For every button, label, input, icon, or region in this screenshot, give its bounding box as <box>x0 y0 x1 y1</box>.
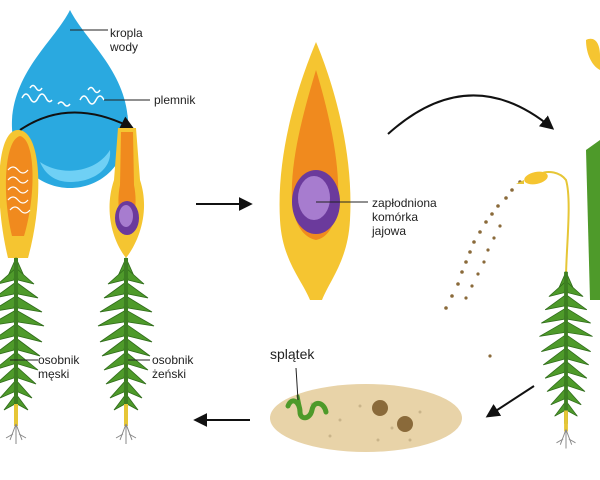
sperm-icon <box>21 84 105 107</box>
water-drop-highlight <box>40 150 111 182</box>
water-drop <box>11 10 129 188</box>
sperm-label: plemnik <box>154 93 196 107</box>
protonema-label: splątek <box>270 346 315 362</box>
partial-plant-top-right <box>586 38 600 300</box>
spores <box>444 180 522 358</box>
water-drop-label: kropla wody <box>110 26 143 54</box>
arrow-to-sporophyte <box>387 94 555 135</box>
arrow-to-protonema <box>485 385 535 418</box>
male-moss-plant <box>0 257 45 445</box>
female-moss-plant <box>97 257 155 445</box>
sporophyte <box>516 171 570 279</box>
adult-moss-plant <box>538 271 594 450</box>
female-plant-label: osobnik żeński <box>152 353 194 381</box>
soil-patch <box>270 367 462 452</box>
male-plant-label: osobnik męski <box>38 353 80 381</box>
archegonium <box>109 128 145 258</box>
leader-lines <box>10 29 368 361</box>
fertilized-archegonium <box>279 42 351 300</box>
antheridium <box>0 130 39 258</box>
fertilized-egg-label: zapłodniona komórka jajowa <box>372 196 437 238</box>
sperm-travel-arrow <box>19 111 135 131</box>
